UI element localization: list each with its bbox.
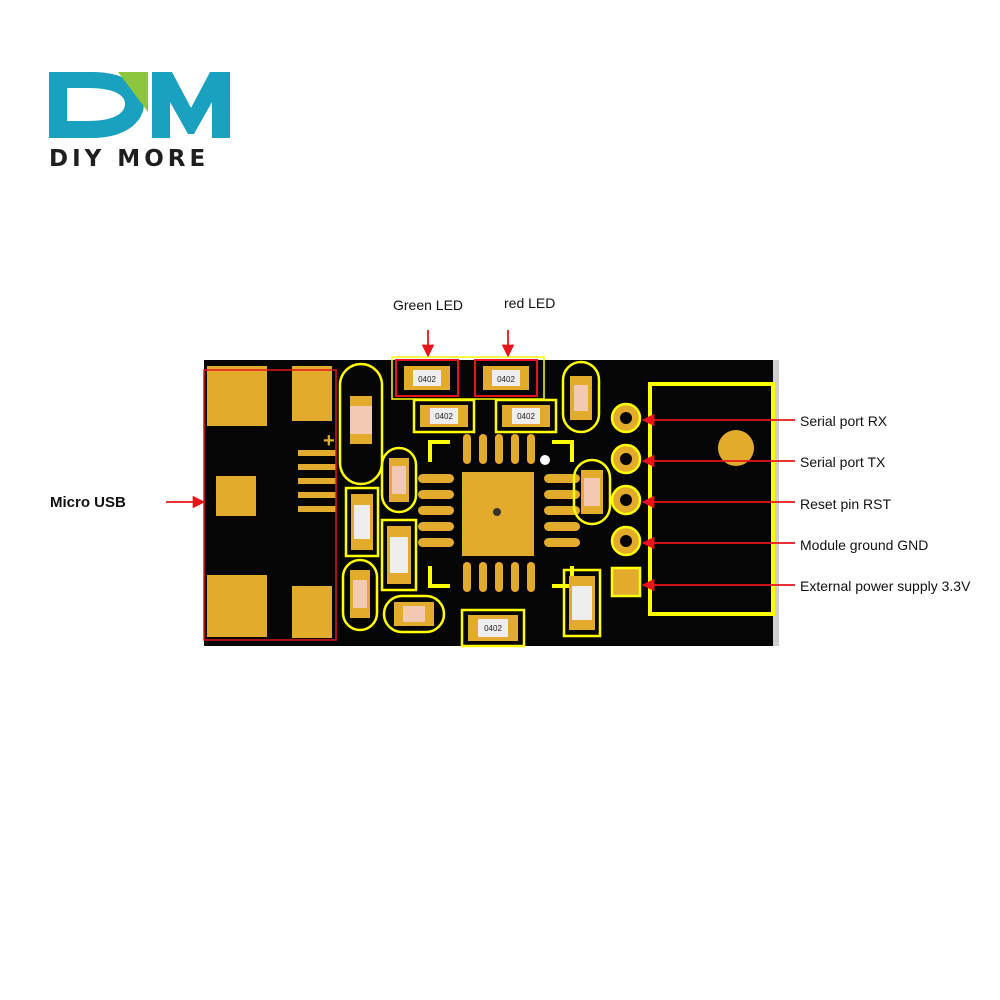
- capacitor-outline: [338, 362, 384, 486]
- chip-pads: [418, 434, 580, 592]
- arrows: [166, 330, 795, 592]
- label-serial-rx: Serial port RX: [800, 413, 888, 429]
- polarity-plus: +: [323, 430, 335, 452]
- label-power: External power supply 3.3V: [800, 578, 971, 594]
- label-green-led: Green LED: [393, 297, 463, 313]
- diymore-logo: DIY MORE: [49, 72, 230, 172]
- green-led-code: 0402: [418, 375, 436, 384]
- pcb-board: + 0402 0402 0402 0402: [203, 356, 779, 648]
- resistor-code: 0402: [484, 624, 502, 633]
- label-gnd: Module ground GND: [800, 537, 928, 553]
- resistor-code: 0402: [435, 412, 453, 421]
- label-red-led: red LED: [504, 295, 555, 311]
- pcb-edge: [773, 360, 779, 646]
- green-led-outline: [395, 359, 459, 397]
- mount-pad: [718, 430, 754, 466]
- label-reset: Reset pin RST: [800, 496, 891, 512]
- label-micro-usb: Micro USB: [50, 494, 126, 511]
- capacitor-body: [350, 396, 372, 444]
- micro-usb-pads: [207, 366, 336, 638]
- red-led-outline: [474, 359, 538, 397]
- resistor-code: 0402: [517, 412, 535, 421]
- red-led-code: 0402: [497, 375, 515, 384]
- logo-wordmark: DIY MORE: [49, 146, 209, 172]
- label-serial-tx: Serial port TX: [800, 454, 886, 470]
